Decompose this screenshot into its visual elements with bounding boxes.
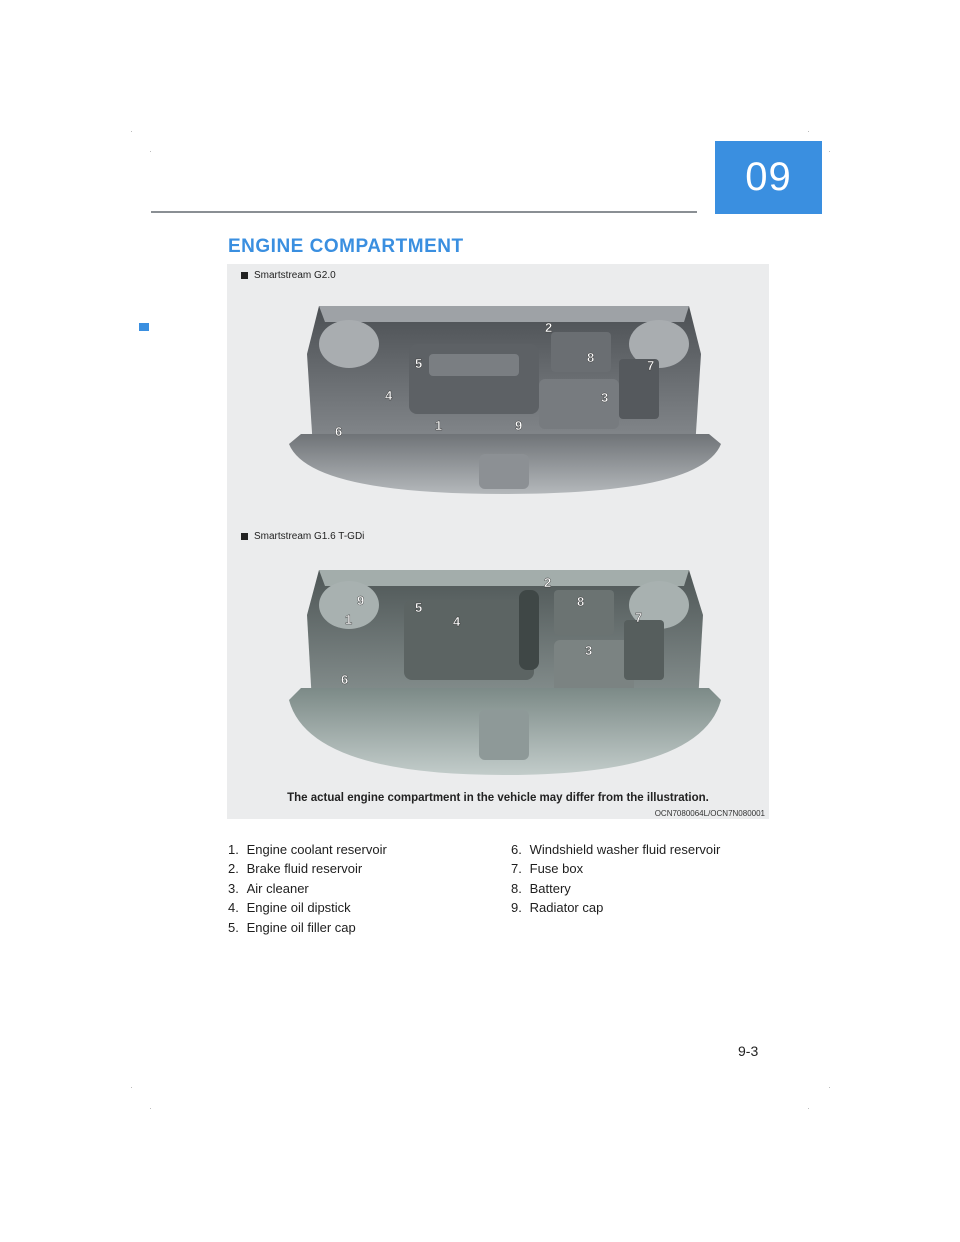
callout-8: 8 [577, 594, 584, 609]
list-item: 7. Fuse box [511, 861, 584, 877]
page-number: 9-3 [738, 1043, 759, 1059]
header-rule [151, 211, 697, 213]
callout-5: 5 [415, 600, 422, 615]
component-list-left: 1. Engine coolant reservoir 2. Brake flu… [228, 840, 387, 937]
engine-illustration-g20: 2 8 5 7 4 3 1 9 6 [289, 306, 721, 494]
callout-7: 7 [635, 610, 642, 625]
crop-mark [829, 1087, 830, 1088]
callout-6: 6 [341, 672, 348, 687]
figure-label-bottom-text: Smartstream G1.6 T-GDi [254, 531, 365, 542]
figure-label-top-text: Smartstream G2.0 [254, 270, 336, 281]
list-item: 8. Battery [511, 880, 571, 896]
crop-mark [150, 1108, 151, 1109]
crop-mark [808, 131, 809, 132]
list-item: 3. Air cleaner [228, 880, 309, 896]
list-item: 1. Engine coolant reservoir [228, 842, 387, 857]
crop-mark [150, 151, 151, 152]
list-item: 4. Engine oil dipstick [228, 900, 351, 916]
callout-3: 3 [585, 643, 592, 658]
list-item: 6. Windshield washer fluid reservoir [511, 842, 721, 857]
figure-caption: The actual engine compartment in the veh… [287, 792, 709, 804]
callout-3: 3 [601, 390, 608, 405]
callout-1: 1 [345, 612, 352, 627]
crop-mark [829, 151, 830, 152]
square-bullet-icon [241, 272, 248, 279]
list-item: 2. Brake fluid reservoir [228, 861, 363, 877]
figure-label-top: Smartstream G2.0 [241, 270, 336, 281]
engine-illustration-g16: 2 9 5 8 1 4 7 3 6 [289, 570, 721, 775]
callout-4: 4 [453, 614, 461, 629]
chapter-number: 09 [745, 155, 792, 199]
callout-2: 2 [544, 575, 551, 590]
callout-5: 5 [415, 356, 422, 371]
callout-9: 9 [515, 418, 522, 433]
section-title: ENGINE COMPARTMENT [228, 236, 464, 257]
square-bullet-icon [241, 533, 248, 540]
callout-2: 2 [545, 320, 552, 335]
side-thumb-tab [139, 323, 149, 331]
figure-code: OCN7080064L/OCN7N080001 [654, 809, 765, 818]
callout-4: 4 [385, 388, 393, 403]
crop-mark [131, 131, 132, 132]
callout-7: 7 [647, 358, 654, 373]
callout-1: 1 [435, 418, 442, 433]
list-item: 5. Engine oil filler cap [228, 919, 356, 935]
crop-mark [808, 1108, 809, 1109]
engine-figure: Smartstream G2.0 2 8 5 7 4 3 1 [227, 264, 769, 819]
crop-mark [131, 1087, 132, 1088]
callout-6: 6 [335, 424, 342, 439]
callout-9: 9 [357, 593, 364, 608]
figure-label-bottom: Smartstream G1.6 T-GDi [241, 531, 364, 542]
list-item: 9. Radiator cap [511, 900, 604, 916]
chapter-tab: 09 [715, 141, 822, 214]
callout-8: 8 [587, 350, 594, 365]
component-list-right: 6. Windshield washer fluid reservoir 7. … [511, 840, 720, 918]
